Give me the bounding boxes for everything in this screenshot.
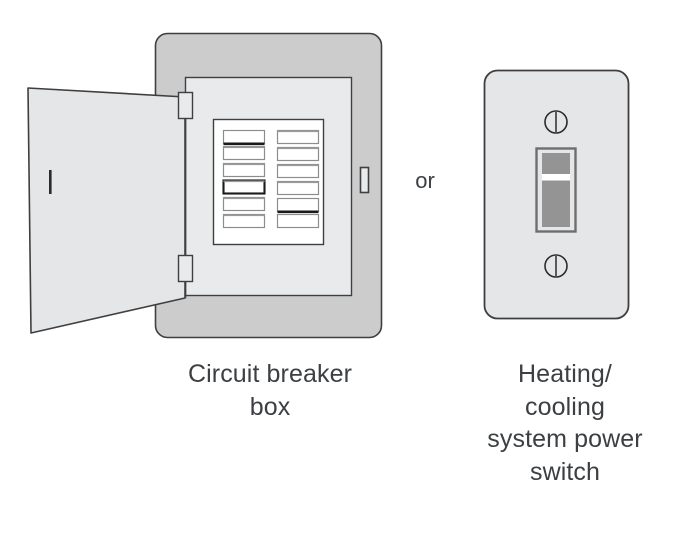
toggle-highlight-band (542, 174, 570, 181)
door-hinge-bottom (177, 254, 194, 283)
caption-line: Heating/ (518, 360, 612, 388)
breaker-switch[interactable] (222, 145, 266, 161)
toggle-switch[interactable] (542, 153, 570, 227)
breaker-column-left (222, 129, 266, 229)
heating-cooling-switch-graphic (483, 69, 630, 320)
door-hinge-top (177, 91, 194, 120)
breaker-switch[interactable] (276, 197, 320, 214)
breaker-switch[interactable] (222, 129, 266, 146)
breaker-switch[interactable] (276, 213, 320, 229)
breaker-switch[interactable] (222, 213, 266, 229)
breaker-switch[interactable] (276, 129, 320, 145)
plate-screw-top-icon (544, 110, 568, 134)
breaker-switch[interactable] (222, 162, 266, 178)
caption-line: cooling (525, 392, 605, 421)
breaker-box-latch[interactable] (359, 166, 370, 194)
plate-screw-bottom-icon (544, 254, 568, 278)
caption-heating-cooling-switch: Heating/ cooling system power switch (452, 358, 678, 488)
breaker-switch[interactable] (222, 196, 266, 212)
caption-line: box (249, 392, 291, 421)
door-handle[interactable] (49, 170, 52, 194)
caption-circuit-breaker-box: Circuit breaker box (88, 358, 452, 423)
breaker-switch[interactable] (276, 146, 320, 162)
breaker-switch[interactable] (276, 163, 320, 179)
or-connector-label: or (415, 168, 435, 193)
breaker-column-right (276, 129, 320, 229)
caption-line: switch (529, 457, 601, 486)
breaker-box-door[interactable] (27, 87, 186, 334)
caption-line: Circuit breaker (187, 360, 353, 388)
breaker-switch[interactable] (276, 180, 320, 196)
breaker-switch[interactable] (222, 179, 266, 195)
circuit-breaker-box-graphic (27, 32, 383, 339)
caption-line: system power (487, 425, 643, 453)
